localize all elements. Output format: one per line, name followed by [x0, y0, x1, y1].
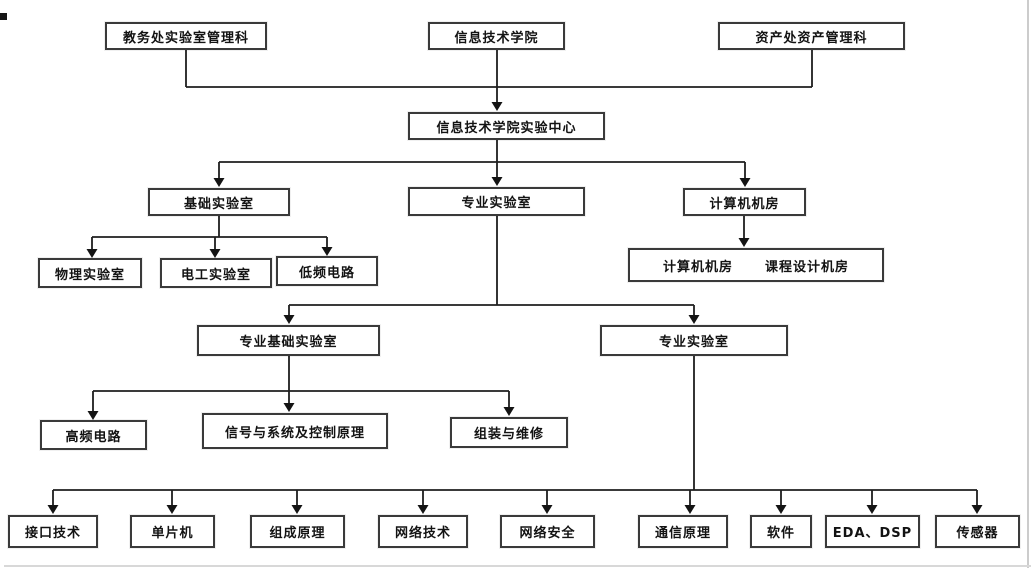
node-network-tech: 网络技术 — [378, 515, 468, 548]
node-assembly-maintenance: 组装与维修 — [450, 417, 568, 448]
node-electrical-lab: 电工实验室 — [160, 258, 272, 288]
node-eda-dsp: EDA、DSP — [825, 515, 920, 548]
node-communication-principle: 通信原理 — [638, 515, 728, 548]
node-basic-lab: 基础实验室 — [148, 188, 290, 216]
node-high-freq-circuit: 高频电路 — [40, 420, 147, 450]
scan-artifact-mark — [0, 13, 7, 20]
node-admin-office: 教务处实验室管理科 — [105, 22, 267, 50]
node-professional-lab-lower: 专业实验室 — [600, 325, 788, 356]
node-interface-tech: 接口技术 — [8, 515, 98, 548]
node-computer-rooms-group: 计算机机房 课程设计机房 — [628, 248, 884, 282]
node-low-freq-circuit: 低频电路 — [276, 256, 378, 286]
node-professional-basic-lab: 专业基础实验室 — [197, 325, 380, 356]
scan-artifact-right-edge — [1027, 0, 1029, 568]
node-experiment-center: 信息技术学院实验中心 — [408, 112, 605, 140]
node-sensor: 传感器 — [935, 515, 1020, 548]
node-computer-room: 计算机机房 — [683, 188, 806, 216]
node-course-design-room: 课程设计机房 — [765, 259, 850, 275]
node-signals-systems-control: 信号与系统及控制原理 — [202, 413, 388, 449]
scan-artifact-bottom-edge — [4, 565, 1031, 567]
node-mcu: 单片机 — [130, 515, 215, 548]
node-it-college: 信息技术学院 — [428, 22, 565, 50]
node-software: 软件 — [750, 515, 812, 548]
node-professional-lab-upper: 专业实验室 — [408, 187, 585, 216]
node-network-security: 网络安全 — [500, 515, 595, 548]
node-composition-principle: 组成原理 — [250, 515, 345, 548]
node-physics-lab: 物理实验室 — [38, 258, 142, 288]
node-asset-office: 资产处资产管理科 — [718, 22, 905, 50]
node-computer-room-sub: 计算机机房 — [662, 259, 733, 275]
